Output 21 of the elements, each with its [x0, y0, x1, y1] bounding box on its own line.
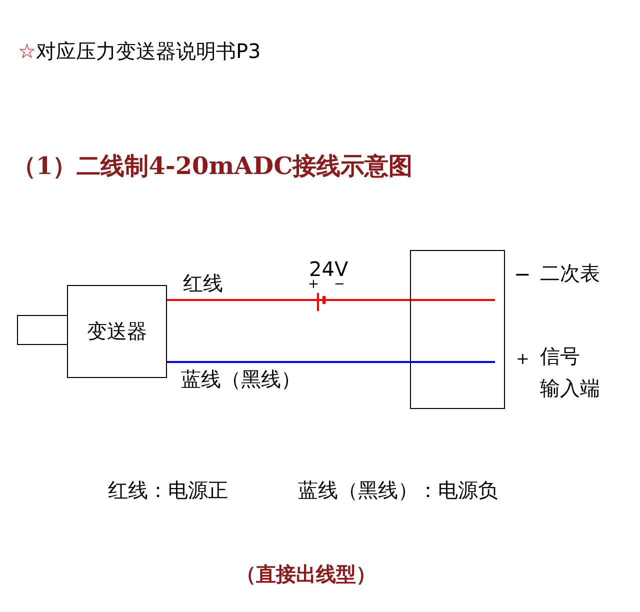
legend-note: 红线：电源正 [108, 479, 228, 502]
device-caption: 二次表 [540, 262, 600, 285]
voltage-label: 24V [309, 258, 348, 281]
device-box [67, 285, 167, 378]
wire [167, 361, 495, 363]
legend-note: 蓝线（黑线）：电源负 [298, 479, 498, 502]
title: ☆对应压力变送器说明书P3 [18, 38, 261, 65]
polarity-sign: − [334, 278, 345, 293]
wire [167, 299, 495, 301]
polarity-sign: − [514, 263, 531, 286]
device-label: 变送器 [87, 318, 147, 345]
heading: （1）二线制4-20mADC接线示意图 [12, 152, 413, 180]
box-shape [410, 250, 505, 409]
subtitle: （直接出线型） [236, 563, 376, 586]
edge-label: 蓝线（黑线） [181, 368, 301, 391]
box-shape [17, 315, 68, 345]
edge-label: 红线 [183, 272, 223, 295]
polarity-sign: + [308, 278, 319, 293]
device-caption: 信号 [540, 345, 580, 368]
polarity-sign: + [516, 350, 530, 368]
device-caption: 输入端 [540, 377, 600, 400]
